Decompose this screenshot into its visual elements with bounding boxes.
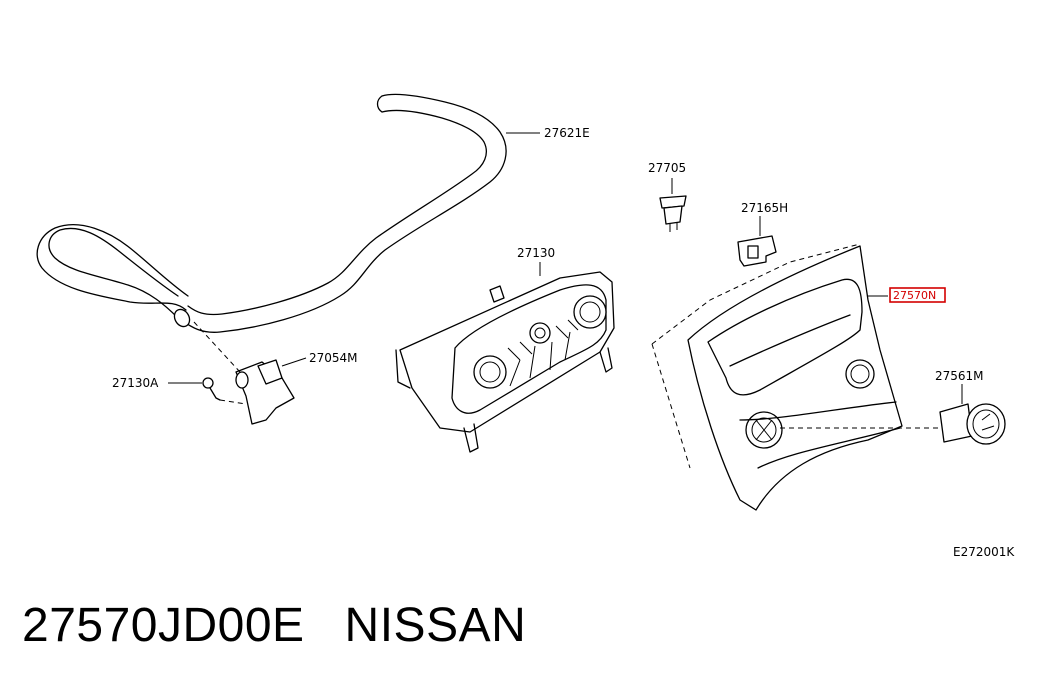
callout-clip-label: 27705 xyxy=(648,161,686,175)
part-number: 27570JD00E xyxy=(22,599,305,652)
callout-fastener-label: 27165H xyxy=(741,201,788,215)
highlighted-part-callout[interactable]: 27570N xyxy=(889,287,946,303)
brand-name: NISSAN xyxy=(344,599,527,652)
fastener-drawing xyxy=(737,216,777,267)
callout-sensor-label: 27054M xyxy=(309,351,358,365)
finisher-panel-drawing xyxy=(651,243,940,511)
part-caption: 27570JD00E NISSAN xyxy=(22,598,526,653)
control-unit-drawing xyxy=(395,262,615,453)
callout-switch-label: 27561M xyxy=(935,369,984,383)
figure-code-label: E272001K xyxy=(953,545,1015,559)
screw-drawing xyxy=(168,377,247,405)
highlight-box xyxy=(889,287,946,303)
callout-hose-label: 27621E xyxy=(544,126,590,140)
switch-drawing xyxy=(939,384,1006,445)
callout-finisher-label: 27570N xyxy=(893,289,936,302)
sensor-drawing xyxy=(193,321,307,425)
hose-drawing xyxy=(36,93,540,333)
callout-screw-label: 27130A xyxy=(112,376,159,390)
clip-drawing xyxy=(659,178,687,232)
callout-control-unit-label: 27130 xyxy=(517,246,555,260)
